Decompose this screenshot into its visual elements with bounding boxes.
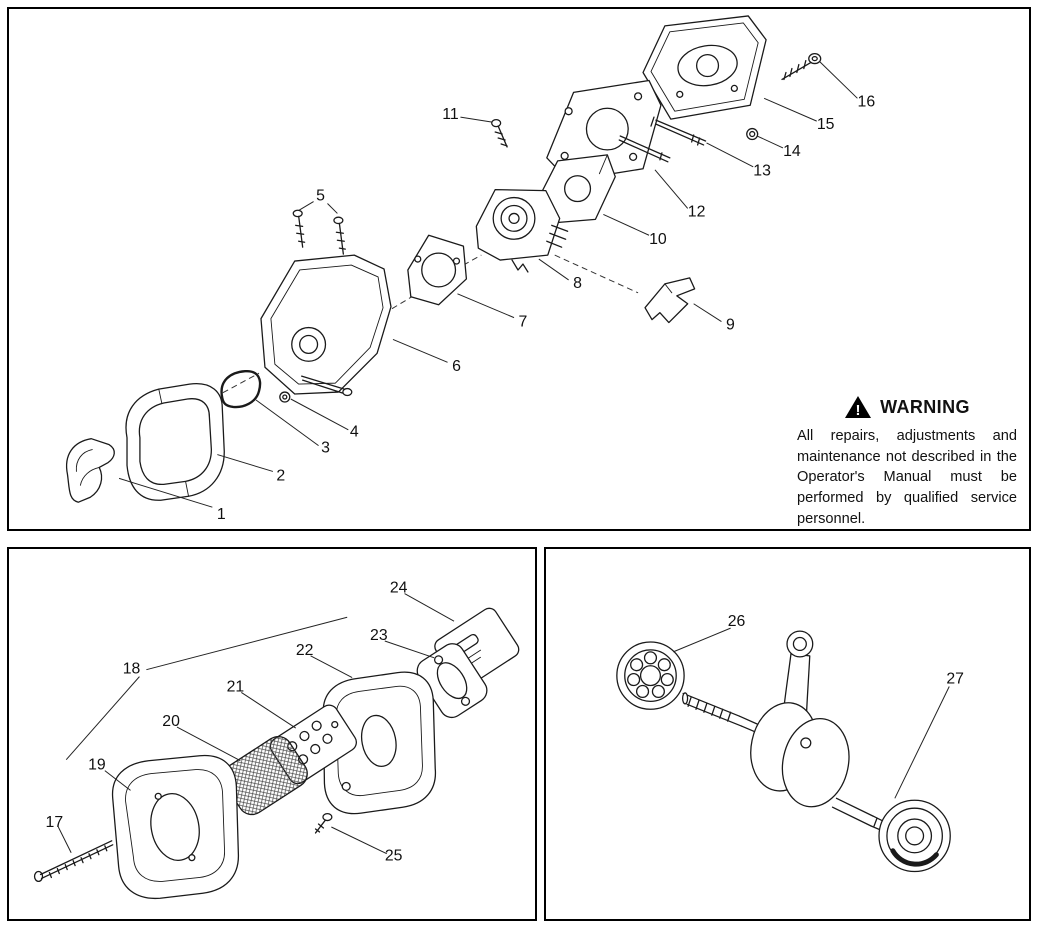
part-3-gasket bbox=[220, 370, 262, 409]
panel-carburetor-assembly: 1 2 3 4 5 6 7 8 9 10 11 12 13 14 15 16 bbox=[7, 7, 1031, 531]
callout-12: 12 bbox=[688, 203, 706, 220]
panel-muffler-assembly: 17 18 19 20 21 22 23 24 25 bbox=[7, 547, 537, 921]
callout-18: 18 bbox=[123, 661, 141, 678]
part-22-muffler-body bbox=[322, 671, 436, 815]
carburetor-exploded-diagram: 1 2 3 4 5 6 7 8 9 10 11 12 13 14 15 16 bbox=[65, 15, 875, 523]
callout-13: 13 bbox=[753, 163, 771, 180]
part-14-nut bbox=[746, 127, 759, 141]
warning-title: WARNING bbox=[880, 396, 970, 417]
callout-22: 22 bbox=[296, 642, 314, 659]
callout-23: 23 bbox=[370, 627, 388, 644]
part-10-bracket-plate bbox=[534, 154, 616, 224]
callout-14: 14 bbox=[783, 143, 801, 160]
callout-27: 27 bbox=[946, 671, 964, 688]
callout-16: 16 bbox=[858, 93, 876, 110]
part-25-screw bbox=[314, 812, 333, 834]
callout-19: 19 bbox=[88, 757, 106, 774]
crankshaft-diagram: 26 27 bbox=[616, 613, 964, 873]
warning-header: ! WARNING bbox=[797, 395, 1017, 419]
warning-icon-glyph: ! bbox=[856, 402, 861, 419]
callout-7: 7 bbox=[519, 314, 528, 331]
part-1-intake-elbow bbox=[65, 438, 115, 503]
part-16-screw bbox=[781, 53, 822, 81]
callout-2: 2 bbox=[276, 467, 285, 484]
part-17-long-screw bbox=[33, 840, 114, 883]
callout-15: 15 bbox=[817, 116, 835, 133]
part-23-muffler-gasket bbox=[416, 643, 488, 719]
callout-24: 24 bbox=[390, 580, 408, 597]
part-27-crankshaft bbox=[681, 630, 899, 835]
part-6-airbox-base bbox=[260, 254, 392, 395]
callout-11: 11 bbox=[442, 106, 459, 123]
callout-20: 20 bbox=[162, 713, 180, 730]
callout-labels-top: 1 2 3 4 5 6 7 8 9 10 11 12 13 14 15 16 bbox=[217, 93, 875, 523]
callout-21: 21 bbox=[227, 678, 245, 695]
callout-17: 17 bbox=[46, 814, 64, 831]
warning-icon: ! bbox=[845, 396, 872, 419]
leader-lines bbox=[673, 627, 950, 799]
part-11-screw bbox=[491, 119, 508, 148]
part-5-screws bbox=[292, 209, 346, 255]
part-19-muffler-front-cover bbox=[111, 755, 240, 900]
part-7-gasket bbox=[407, 234, 468, 306]
callout-8: 8 bbox=[573, 275, 582, 292]
callout-4: 4 bbox=[350, 424, 359, 441]
leader-lines bbox=[118, 61, 858, 508]
part-12-backing-plate bbox=[546, 79, 662, 182]
callout-labels-crankshaft: 26 27 bbox=[728, 613, 964, 687]
callout-25: 25 bbox=[385, 848, 403, 865]
callout-3: 3 bbox=[321, 440, 330, 457]
callout-labels-muffler: 17 18 19 20 21 22 23 24 25 bbox=[46, 580, 408, 865]
callout-10: 10 bbox=[649, 231, 667, 248]
part-2-bracket bbox=[125, 382, 225, 501]
part-9-manifold-clip bbox=[644, 277, 696, 324]
panel-crankshaft-assembly: 26 27 bbox=[544, 547, 1031, 921]
part-4-collar-nut bbox=[279, 375, 353, 403]
callout-5: 5 bbox=[316, 188, 325, 205]
callout-1: 1 bbox=[217, 506, 226, 523]
callout-26: 26 bbox=[728, 613, 746, 630]
part-15-airbox-cover bbox=[642, 15, 767, 120]
warning-body: All repairs, adjustments and maintenance… bbox=[797, 428, 1017, 527]
callout-6: 6 bbox=[452, 358, 461, 375]
part-13-stud-bolt bbox=[618, 116, 707, 163]
callout-9: 9 bbox=[726, 317, 735, 334]
bearing-right bbox=[878, 799, 951, 873]
part-26-bearing bbox=[616, 641, 685, 710]
part-8-carburetor bbox=[475, 188, 569, 273]
muffler-exploded-diagram: 17 18 19 20 21 22 23 24 25 bbox=[33, 580, 520, 900]
leader-lines bbox=[57, 593, 455, 855]
warning-note: ! WARNING All repairs, adjustments and m… bbox=[797, 395, 1017, 529]
